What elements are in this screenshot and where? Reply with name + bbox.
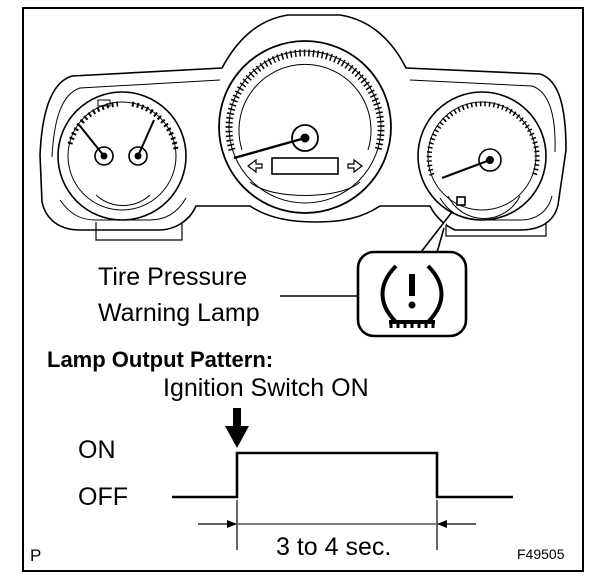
duration-label: 3 to 4 sec. <box>276 533 392 561</box>
figure-number: F49505 <box>517 546 565 562</box>
lamp-output-waveform <box>172 451 513 499</box>
arrow-down-icon <box>225 408 249 448</box>
off-state-label: OFF <box>78 483 128 511</box>
trigger-label: Ignition Switch ON <box>163 374 369 402</box>
duration-dimension <box>198 500 476 550</box>
lamp-label-line2: Warning Lamp <box>98 299 260 327</box>
corner-code-left: P <box>30 546 42 565</box>
tire-pressure-warning-icon <box>356 250 468 338</box>
lamp-label-line1: Tire Pressure <box>98 263 248 291</box>
indicator-position <box>456 196 466 206</box>
diagram-frame <box>22 7 584 572</box>
on-state-label: ON <box>78 436 116 464</box>
right-gauge <box>417 91 547 221</box>
callout-pointer <box>416 211 453 257</box>
speedometer <box>218 40 392 214</box>
left-gauge <box>57 91 187 221</box>
pattern-title: Lamp Output Pattern: <box>47 347 274 372</box>
instrument-cluster <box>39 14 567 241</box>
